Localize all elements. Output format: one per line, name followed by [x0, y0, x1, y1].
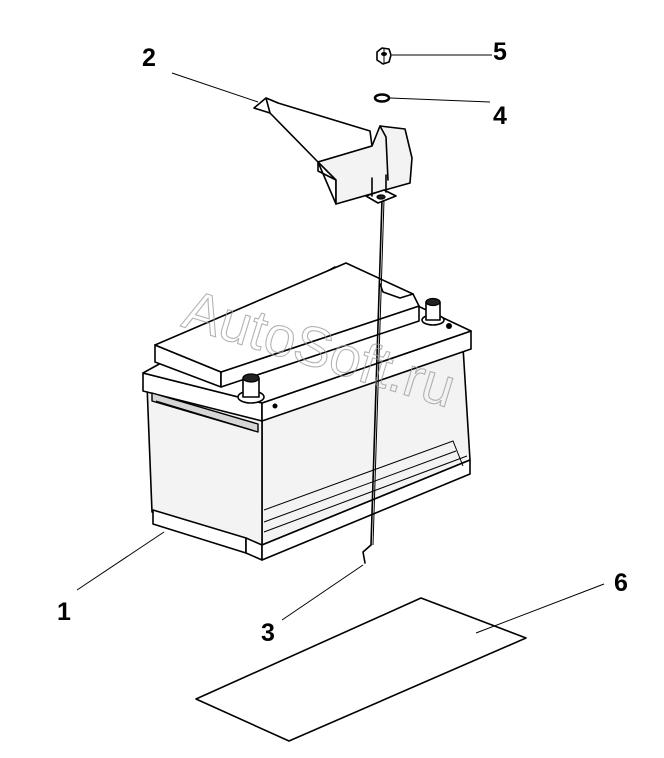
callout-3: 3: [261, 619, 275, 647]
leader-lines: [76, 54, 605, 634]
callout-1: 1: [57, 598, 71, 626]
callout-6: 6: [614, 569, 628, 597]
callout-4: 4: [493, 102, 507, 130]
nut: [376, 47, 392, 65]
callout-5: 5: [493, 38, 507, 66]
hold-down-clamp: [253, 97, 413, 205]
terminal-post-left: [237, 373, 265, 404]
washer: [373, 93, 391, 103]
hold-down-rod: [362, 199, 385, 564]
battery-mat: [195, 597, 527, 742]
callout-2: 2: [142, 44, 156, 72]
battery: [142, 262, 472, 561]
terminal-post-right: [421, 297, 445, 326]
